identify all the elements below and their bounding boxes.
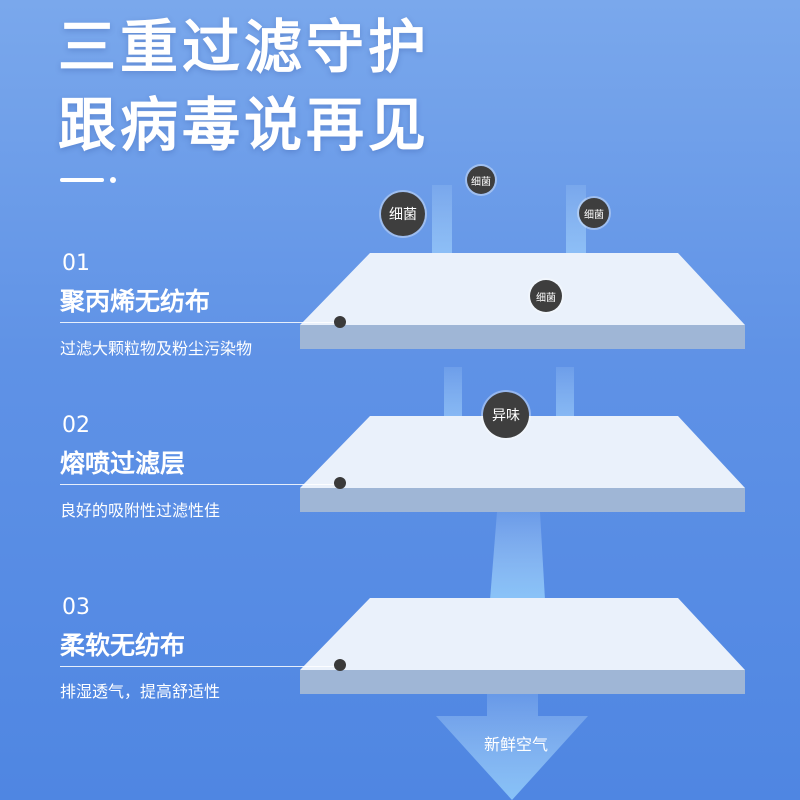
fresh-air-label: 新鲜空气 [484, 735, 549, 754]
layer-1-leader-line [60, 322, 340, 323]
layer-3-leader-line [60, 666, 340, 667]
title-underline-dot [110, 177, 116, 183]
layer-1-title: 聚丙烯无纺布 [60, 287, 211, 316]
layer-2-leader-line [60, 484, 340, 485]
bacteria-badge-on-layer: 细菌 [530, 280, 562, 312]
bacteria-badge-small: 细菌 [467, 166, 495, 194]
filter-layer-3-sheet [300, 598, 745, 694]
layer-3-title: 柔软无纺布 [60, 631, 186, 660]
bacteria-badge-right: 细菌 [579, 198, 609, 228]
fresh-air-arrow [436, 690, 588, 800]
airflow-beam [490, 512, 545, 600]
layer-2-number: 02 [62, 413, 90, 438]
layer-2-description: 良好的吸附性过滤性佳 [60, 501, 221, 520]
filter-layer-2-sheet [300, 416, 745, 512]
layer-2-leader-dot [334, 477, 346, 489]
layer-2-title: 熔喷过滤层 [60, 449, 186, 478]
layer-1-number: 01 [62, 251, 90, 276]
bacteria-badge-large: 细菌 [381, 192, 425, 236]
title-underline-dash [60, 178, 104, 182]
odor-badge: 异味 [483, 392, 529, 438]
headline-line-1: 三重过滤守护 [58, 13, 431, 81]
layer-3-leader-dot [334, 659, 346, 671]
layer-3-number: 03 [62, 595, 90, 620]
headline-line-2: 跟病毒说再见 [58, 91, 431, 159]
layer-3-description: 排湿透气，提高舒适性 [60, 682, 221, 701]
filter-layer-1-sheet [300, 253, 745, 349]
layer-1-leader-dot [334, 316, 346, 328]
layer-1-description: 过滤大颗粒物及粉尘污染物 [60, 339, 253, 358]
